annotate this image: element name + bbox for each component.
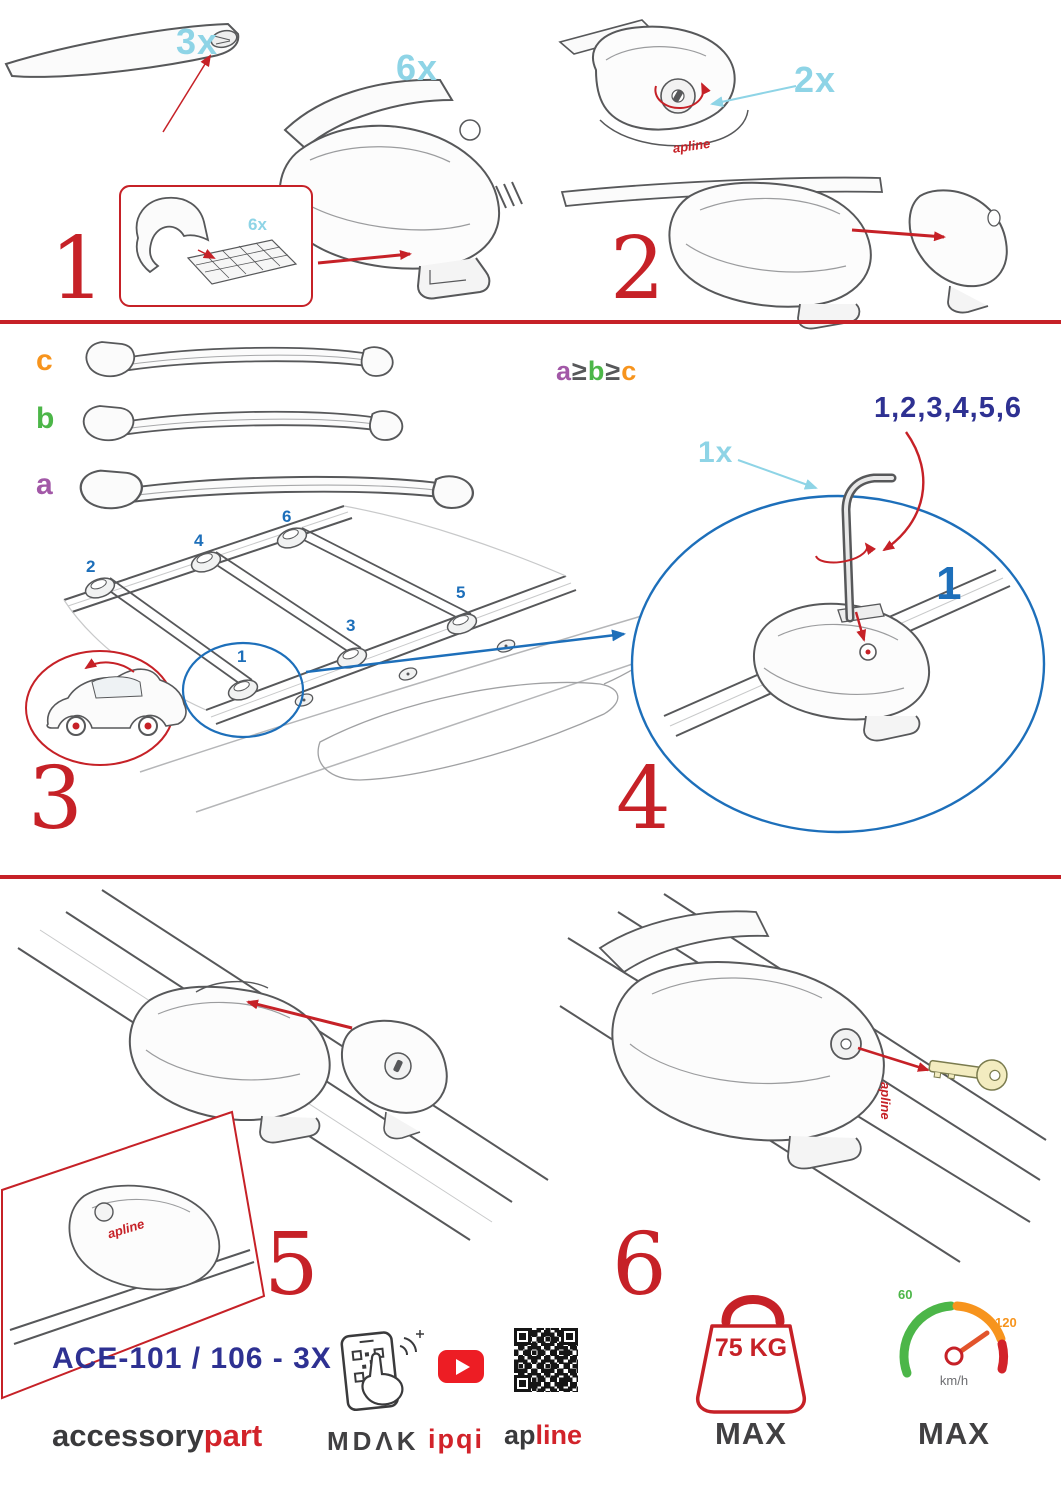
size-label-c: c — [36, 344, 53, 377]
ipqi-logo: ipqi — [428, 1424, 484, 1454]
brand-mark-step6: apline — [878, 1082, 893, 1120]
qr-code — [514, 1328, 578, 1392]
step-2-number: 2 — [610, 219, 665, 319]
youtube-icon — [438, 1350, 484, 1383]
section-divider-2 — [0, 875, 1061, 879]
crossbar-size-b — [82, 405, 404, 442]
max-load-label: MAX — [715, 1416, 787, 1451]
torque-sequence-detail — [630, 431, 1046, 834]
product-model-label: ACE-101 / 106 - 3X — [52, 1342, 332, 1375]
crossbar-size-a — [79, 469, 474, 510]
position-3-label: 3 — [346, 616, 356, 635]
position-5-label: 5 — [456, 583, 466, 602]
accessorypart-logo: accessorypart — [52, 1420, 262, 1451]
accessorypart-logo-dark: accessory — [52, 1418, 204, 1453]
detail-pointer-arrow — [305, 629, 626, 674]
position-6-label: 6 — [282, 507, 292, 526]
step-5-number: 5 — [264, 1215, 319, 1315]
rule-gte-2: ≥ — [605, 356, 622, 386]
crossbar-illustration — [4, 22, 240, 133]
rule-c: c — [621, 356, 638, 386]
key-lock-illustration — [559, 893, 1047, 1263]
position-1-highlight-circle — [181, 641, 305, 739]
scan-phone-icon — [340, 1330, 424, 1412]
sequence-arrow — [882, 431, 925, 552]
accessorypart-logo-red: part — [203, 1418, 263, 1453]
crossbar-size-c — [85, 341, 394, 378]
position-1-label: 1 — [237, 647, 247, 666]
step-1-number: 1 — [50, 219, 105, 319]
max-speed-gauge-icon — [899, 1301, 1009, 1378]
bar-foot-endcap-assembly — [560, 176, 1008, 330]
qty-label-bars: 3x — [176, 21, 219, 62]
foot-clamp-illustration — [278, 78, 523, 300]
lock-cylinder-foot-illustration — [558, 19, 797, 147]
mdak-logo: MDΛK — [327, 1426, 420, 1456]
rule-gte-1: ≥ — [572, 356, 588, 386]
qty-label-tool: 1x — [698, 436, 734, 469]
apline-logo-dark: ap — [504, 1420, 536, 1450]
size-order-rule: a≥b≥c — [556, 358, 637, 385]
position-4-label: 4 — [194, 531, 204, 550]
position-2-label: 2 — [86, 557, 96, 576]
vehicle-orientation-inset — [25, 650, 187, 766]
qty-label-feet: 6x — [396, 47, 439, 88]
max-load-value: 75 KG — [714, 1334, 788, 1362]
max-load-icon — [695, 1295, 807, 1414]
step-6-number: 6 — [612, 1215, 667, 1315]
speed-high-tick: 120 — [995, 1315, 1017, 1330]
step-4-number: 4 — [616, 749, 671, 849]
clamp-insertion-illustration — [1, 889, 549, 1400]
apline-logo-red: line — [535, 1420, 583, 1450]
rule-b: b — [587, 356, 606, 386]
detail-step-number: 1 — [936, 557, 962, 609]
section-divider-1 — [0, 320, 1061, 324]
speed-low-tick: 60 — [898, 1287, 913, 1302]
apline-logo: apline — [504, 1422, 582, 1449]
rule-a: a — [556, 356, 573, 386]
qty-label-locks: 2x — [794, 59, 837, 100]
size-label-b: b — [36, 402, 55, 435]
hand-icon — [361, 1352, 404, 1406]
key-illustration — [928, 1059, 1008, 1091]
qty-label-pads: 6x — [248, 215, 267, 234]
roof-installation-diagram — [63, 505, 673, 813]
tightening-sequence-label: 1,2,3,4,5,6 — [874, 392, 1023, 424]
step-3-number: 3 — [28, 749, 83, 849]
size-label-a: a — [36, 468, 53, 501]
rubber-pad-inset — [119, 185, 412, 307]
max-speed-label: MAX — [918, 1416, 990, 1451]
speed-unit-label: km/h — [939, 1373, 969, 1388]
